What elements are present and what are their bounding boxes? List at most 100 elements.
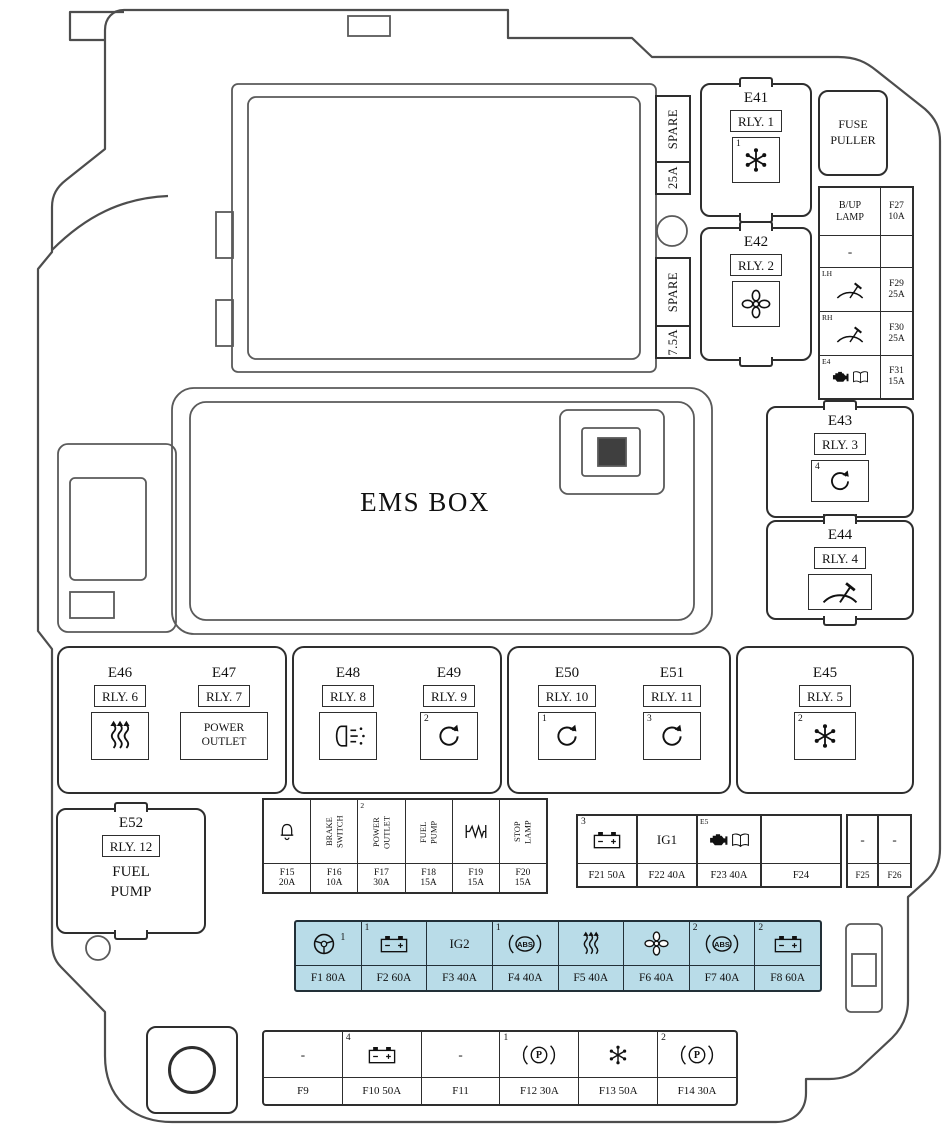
relay-name: RLY. 12 (101, 835, 161, 857)
fuse-f24: F24 (760, 814, 842, 888)
fuse-id: F20 (515, 867, 531, 878)
relay-id: E48 (335, 665, 361, 681)
dash-label: - (892, 831, 897, 847)
fuse-label: F22 40A (648, 869, 686, 881)
mount-module (146, 1026, 238, 1114)
fuse-f5: F5 40A (558, 922, 625, 990)
relay-icon-box: 4 (811, 460, 869, 502)
fuse-id: F31 (889, 366, 904, 377)
fuse-f31-label-cell: E4 (820, 356, 880, 398)
fuse-label: F26 (887, 870, 902, 880)
fuse-position: 1 (340, 932, 346, 943)
relay-name: RLY. 3 (813, 433, 867, 455)
side-label: LH (822, 269, 832, 278)
relay-e47: E47 RLY. 7 POWER OUTLET (172, 660, 276, 760)
engine-icon (831, 369, 850, 385)
circular-arrow-icon (434, 721, 464, 751)
relay-name: RLY. 2 (729, 254, 783, 276)
relay-name: RLY. 10 (537, 685, 597, 707)
fan-icon (740, 288, 772, 320)
abs-icon (507, 933, 543, 955)
fuse-position: 2 (758, 923, 764, 933)
relay-id: E42 (743, 234, 769, 250)
fuse-f29-label-cell: LH (820, 268, 880, 312)
spare-fuse-25a: SPARE 25A (655, 95, 691, 195)
relay-position: 1 (542, 714, 547, 724)
relay-function-text: POWER OUTLET (180, 712, 268, 760)
wiper-icon (834, 324, 866, 344)
fuse-f10: 4 F10 50A (342, 1032, 422, 1104)
fuse-position: 4 (345, 1033, 351, 1043)
ems-box-label: EMS BOX (360, 487, 490, 517)
fuse-id: F30 (889, 322, 904, 333)
relay-icon-box: 2 (794, 712, 856, 760)
relay-module-e41: E41 RLY. 1 1 (700, 83, 812, 217)
relay-icon-box (319, 712, 377, 760)
fuse-label: F9 (297, 1085, 309, 1097)
fuse-f25: - F25 (846, 814, 879, 888)
fuse-label: F4 40A (507, 972, 543, 984)
circular-arrow-icon (552, 721, 582, 751)
fuse-label: F11 (452, 1085, 469, 1097)
fuse-f13: F13 50A (579, 1032, 659, 1104)
fuse-position: 1 (495, 923, 501, 933)
fan-icon (643, 930, 670, 957)
relay-id: E45 (812, 665, 838, 681)
fuse-f7: 2 F7 40A (689, 922, 756, 990)
fuse-amp: 10A (888, 211, 905, 222)
fuse-amp: 15A (888, 377, 905, 387)
ac-compressor-icon (741, 145, 771, 175)
abs-icon (704, 933, 740, 955)
fuse-f22: IG1 F22 40A (636, 814, 698, 888)
relay-name: RLY. 5 (798, 685, 852, 707)
fuse-id: F16 (326, 867, 342, 878)
fuse-position: 3 (581, 817, 586, 827)
fuse-f12: 1 F12 30A (500, 1032, 580, 1104)
rear-defrost-icon (104, 720, 136, 752)
fuse-amp: 30A (373, 878, 390, 888)
circular-arrow-icon (657, 721, 687, 751)
battery-icon (379, 933, 409, 954)
relay-e51: E51 RLY. 11 3 (620, 660, 724, 760)
fuse-function-label: B/UP LAMP (836, 200, 864, 223)
dash-label: - (860, 831, 865, 847)
steering-wheel-icon (311, 931, 337, 957)
fuse-id: F17 (374, 867, 389, 878)
fuse-function-label: FUEL PUMP (417, 819, 439, 844)
parking-icon (522, 1044, 556, 1066)
relay-position: 1 (736, 139, 741, 149)
relay-e48: E48 RLY. 8 (300, 660, 396, 760)
fuse-id: F19 (468, 867, 484, 878)
fuse-function-label: POWER OUTLET (370, 814, 392, 849)
parking-icon (680, 1044, 714, 1066)
fuse-label: F1 80A (310, 972, 346, 984)
wiper-icon (818, 579, 862, 605)
mount-hole (168, 1046, 216, 1094)
fuse-f1: 1 F1 80A (296, 922, 362, 990)
ac-compressor-icon (606, 1043, 630, 1067)
side-label: RH (822, 313, 833, 322)
relay-id: E52 (118, 815, 144, 831)
relay-position: 2 (424, 714, 429, 724)
fuse-label: F21 50A (588, 869, 626, 881)
relay-position: 3 (647, 714, 652, 724)
fuse-amp: 15A (514, 878, 532, 888)
relay-id: E46 (107, 665, 133, 681)
battery-icon (592, 829, 622, 850)
relay-name: RLY. 1 (729, 110, 783, 132)
relay-id: E51 (659, 665, 685, 681)
spare-amp: 25A (665, 166, 680, 190)
relay-icon-box: 3 (643, 712, 701, 760)
relay-icon-box (732, 281, 780, 327)
dash-label: - (458, 1046, 463, 1062)
relay-module-e52: E52 RLY. 12 FUEL PUMP (56, 808, 206, 934)
relay-function-text: FUEL PUMP (110, 864, 152, 900)
fuse-label: F24 (792, 869, 810, 881)
